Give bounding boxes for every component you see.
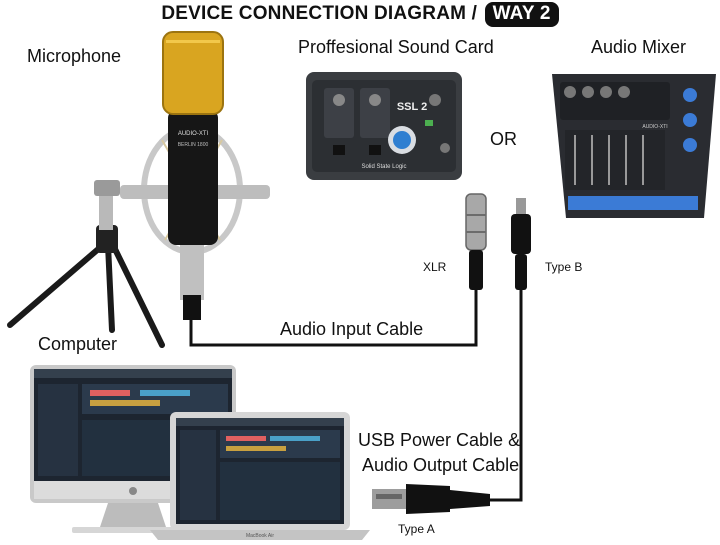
mic-brand-text: AUDIO-XTI — [178, 131, 209, 137]
audio-input-cable-label: Audio Input Cable — [280, 319, 424, 339]
way-badge: WAY 2 — [484, 2, 559, 27]
sound-card-image — [306, 72, 462, 180]
title-text: DEVICE CONNECTION DIAGRAM / — [161, 3, 478, 24]
computer-label: Computer — [38, 334, 118, 354]
sound-card-brand-text: Solid State Logic — [361, 164, 406, 170]
xlr-connector-image — [465, 193, 487, 290]
usb-cable-label-line2: Audio Output Cable — [362, 455, 520, 475]
type-a-label: Type A — [398, 522, 435, 536]
audio-input-cable-line — [189, 290, 478, 347]
type-b-connector-image — [511, 198, 531, 290]
or-label: OR — [490, 129, 517, 149]
laptop-image — [150, 412, 370, 540]
mixer-brand-text: AUDIO-XTI — [642, 124, 667, 130]
xlr-label: XLR — [423, 260, 447, 274]
type-b-label: Type B — [545, 260, 583, 274]
diagram-title: DEVICE CONNECTION DIAGRAM / WAY 2 — [0, 2, 720, 27]
microphone-label: Microphone — [27, 46, 122, 66]
type-a-connector-image — [372, 484, 490, 514]
mic-model-text: BERLIN 1800 — [178, 142, 209, 148]
usb-cable-line — [490, 290, 523, 502]
audio-mixer-image — [552, 74, 716, 218]
usb-cable-label-line1: USB Power Cable & — [358, 430, 521, 450]
audio-mixer-label: Audio Mixer — [591, 37, 687, 57]
laptop-model-text: MacBook Air — [246, 533, 274, 539]
microphone-image — [7, 31, 270, 348]
sound-card-model-text: SSL 2 — [397, 101, 427, 113]
sound-card-label: Proffesional Sound Card — [298, 37, 494, 57]
